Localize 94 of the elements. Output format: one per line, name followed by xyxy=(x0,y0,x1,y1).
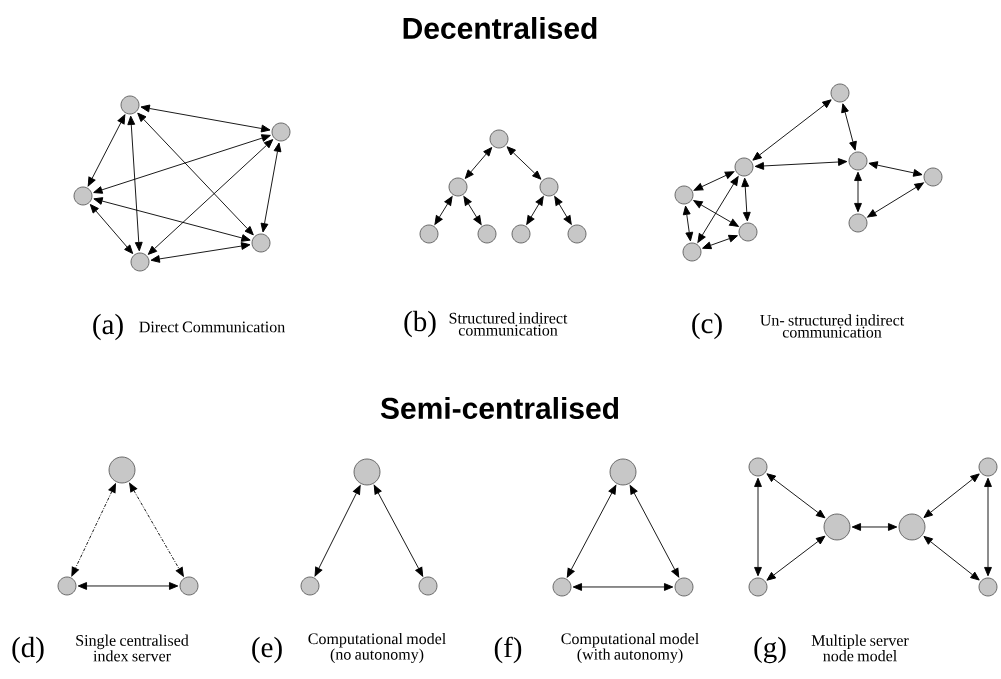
panel-letter: (e) xyxy=(252,636,282,664)
arrow xyxy=(693,200,739,227)
peer-circle xyxy=(848,151,868,171)
arrow xyxy=(77,582,179,590)
panel-caption: Computational model (with autonomy) xyxy=(561,632,699,663)
peer-circle xyxy=(419,224,439,244)
arrow xyxy=(260,142,282,233)
arrow xyxy=(851,523,898,531)
peer-circle xyxy=(682,242,702,262)
arrow xyxy=(682,205,694,242)
arrow xyxy=(147,139,274,255)
section-heading: Semi-centralised xyxy=(380,396,619,419)
peer-circle xyxy=(73,186,93,206)
arrow xyxy=(741,177,751,222)
peer-circle xyxy=(567,224,587,244)
peer-circle xyxy=(511,224,531,244)
arrow xyxy=(923,473,980,518)
peer-circle xyxy=(418,576,438,596)
peer-circle xyxy=(251,233,271,253)
arrow xyxy=(463,196,482,225)
peer-circle xyxy=(108,456,136,484)
panel-caption: Computational model (no autonomy) xyxy=(308,632,446,663)
peer-circle xyxy=(738,222,758,242)
panel-letter: (g) xyxy=(754,636,786,664)
arrow xyxy=(71,483,116,577)
peer-circle xyxy=(448,177,468,197)
arrow xyxy=(854,171,862,213)
peer-circle xyxy=(120,95,140,115)
peer-circle xyxy=(978,577,998,597)
peer-circle xyxy=(179,576,199,596)
peer-circle xyxy=(823,513,851,541)
arrow xyxy=(702,234,738,250)
arrow xyxy=(129,482,184,577)
panel-caption: Single centralised index server xyxy=(76,634,189,662)
peer-circle xyxy=(271,122,291,142)
peer-circle xyxy=(57,576,77,596)
arrow xyxy=(373,484,424,577)
section-heading: Decentralised xyxy=(403,16,597,39)
panel-letter: (c) xyxy=(692,312,722,340)
arrow xyxy=(841,103,857,151)
arrow xyxy=(89,204,134,254)
arrow xyxy=(464,147,493,179)
arrow xyxy=(984,477,992,577)
arrow xyxy=(693,171,735,191)
panel-letter: (f) xyxy=(494,636,522,664)
arrow xyxy=(526,196,544,225)
peer-circle xyxy=(609,458,637,486)
peer-circle xyxy=(748,577,768,597)
panel-letter: (a) xyxy=(93,313,123,341)
arrow xyxy=(434,196,453,225)
panel-caption: Multiple server node model xyxy=(811,634,909,662)
peer-circle xyxy=(734,157,754,177)
arrow xyxy=(629,484,680,578)
peer-circle xyxy=(978,457,998,477)
arrow xyxy=(127,115,143,252)
peer-circle xyxy=(898,513,926,541)
arrow xyxy=(923,535,980,581)
arrow xyxy=(572,583,674,591)
panel-caption: Un- structured indirect communication xyxy=(760,314,905,338)
arrow xyxy=(754,477,762,577)
panel-letter: (b) xyxy=(404,310,436,338)
arrow xyxy=(752,99,832,161)
arrow xyxy=(150,242,251,263)
arrow xyxy=(506,146,542,180)
arrow xyxy=(137,112,254,236)
peer-circle xyxy=(552,577,572,597)
arrow xyxy=(868,161,923,177)
panel-caption: Direct Communication xyxy=(139,321,285,333)
peer-circle xyxy=(848,213,868,233)
arrow xyxy=(93,197,251,242)
peer-circle xyxy=(489,129,509,149)
peer-circle xyxy=(923,167,943,187)
peer-circle xyxy=(674,577,694,597)
arrow xyxy=(867,182,924,218)
peer-circle xyxy=(353,458,381,486)
peer-circle xyxy=(130,252,150,272)
arrow xyxy=(554,196,572,225)
arrow xyxy=(697,176,739,243)
arrow xyxy=(87,114,126,187)
panel-letter: (d) xyxy=(12,636,44,664)
peer-circle xyxy=(674,185,694,205)
peer-circle xyxy=(300,576,320,596)
arrow xyxy=(314,485,361,577)
peer-circle xyxy=(830,83,850,103)
arrow xyxy=(766,473,826,519)
peer-circle xyxy=(748,457,768,477)
arrow xyxy=(93,134,271,194)
arrow xyxy=(754,158,848,170)
peer-circle xyxy=(477,224,497,244)
peer-circle xyxy=(539,177,559,197)
arrow xyxy=(566,484,617,578)
panel-caption: Structured indirect communication xyxy=(449,312,568,336)
arrow xyxy=(140,104,271,133)
arrow xyxy=(766,535,826,581)
